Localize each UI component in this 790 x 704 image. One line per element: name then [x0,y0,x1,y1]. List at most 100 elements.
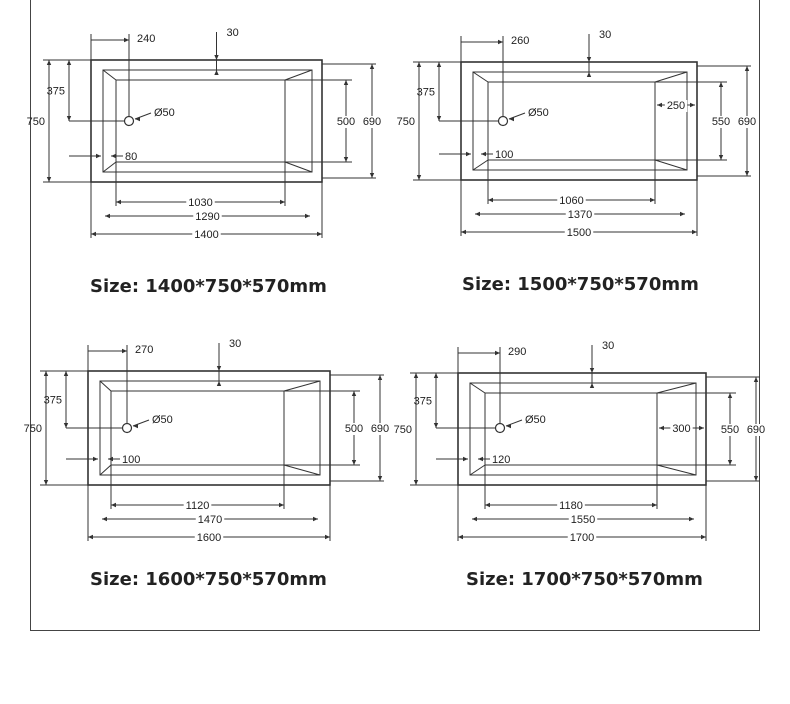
arrowhead [413,373,419,378]
arrowhead [659,425,664,431]
size-caption: Size: 1400*750*570mm [90,276,327,297]
inner-length-dim-label: 1550 [571,514,595,526]
tub-outer-rim [457,372,707,486]
label-background [557,500,585,512]
label-background [735,116,759,128]
arrowhead [727,460,733,465]
basin-width-dim-label: 550 [712,116,730,128]
arrowhead [498,39,503,45]
arrowhead [478,456,483,462]
drain-icon [497,115,509,127]
drain-edge-label: 100 [122,454,140,466]
arrowhead [481,151,486,157]
label-background [193,211,222,223]
drain-offset-label: 290 [508,346,526,358]
width-dim-label: 750 [27,116,45,128]
arrowhead [66,116,72,121]
arrowhead [91,231,96,237]
arrowhead [680,211,685,217]
arrowhead [43,480,49,485]
arrowhead [135,116,140,122]
arrowhead [485,502,490,508]
label-background [186,197,215,209]
label-background [565,209,595,221]
half-width-label: 375 [44,395,62,407]
arrowhead [753,377,759,382]
half-width-label: 375 [414,396,432,408]
rim-width-label: 30 [599,29,611,41]
label-background [709,116,733,128]
basin-length-dim-label: 1180 [559,500,583,512]
inner-width-dim-label: 690 [371,423,389,435]
drain-diameter-label: Ø50 [154,107,175,119]
width-dim-label: 750 [24,423,42,435]
basin-length-dim-label: 1060 [559,195,583,207]
bevel-line [654,159,688,171]
slope-length-label: 250 [667,100,685,112]
arrowhead [509,116,514,122]
arrowhead [63,371,69,376]
arrowhead [133,423,138,429]
arrowhead [317,231,322,237]
inner-width-dim-label: 690 [747,424,765,436]
tub-basin [115,79,286,163]
size-caption: Size: 1600*750*570mm [90,569,327,590]
arrowhead [351,391,357,396]
arrowhead [586,57,592,62]
arrowhead [466,151,471,157]
label-background [334,116,358,128]
arrowhead [475,211,480,217]
arrowhead [589,383,595,388]
arrowhead [753,476,759,481]
arrowhead [93,456,98,462]
arrowhead [66,60,72,65]
arrowhead [416,62,422,67]
arrowhead [369,173,375,178]
bevel-line [284,69,313,81]
bevel-line [99,464,112,476]
rim-width-label: 30 [227,27,239,39]
label-background [183,500,212,512]
rim-width-label: 30 [602,340,614,352]
half-width-label: 375 [47,86,65,98]
basin-width-dim-label: 550 [721,424,739,436]
arrowhead [690,102,695,108]
arrowhead [108,456,113,462]
arrowhead [377,375,383,380]
label-background [564,227,594,239]
basin-width-dim-label: 500 [337,116,355,128]
drain-diameter-label: Ø50 [528,107,549,119]
drain-edge-label: 120 [492,454,510,466]
label-background [195,514,225,526]
arrowhead [657,102,662,108]
label-background [568,514,598,526]
drain-icon [121,422,133,434]
diagram-frame [30,0,760,631]
arrowhead [96,153,101,159]
basin-length-dim-label: 1120 [186,500,210,512]
bevel-line [283,464,321,476]
arrowhead [699,425,704,431]
drain-edge-label: 100 [495,149,513,161]
drain-offset-label: 240 [137,33,155,45]
drain-icon [494,422,506,434]
basin-width-dim-label: 500 [345,423,363,435]
label-background [557,195,586,207]
bevel-line [656,382,697,394]
bevel-line [102,161,117,173]
label-background [368,423,392,435]
arrowhead [377,476,383,481]
arrowhead [586,72,592,77]
arrowhead [102,516,107,522]
arrowhead [116,199,121,205]
arrowhead [124,37,129,43]
label-background [670,423,693,435]
arrowhead [589,368,595,373]
arrowhead [216,366,222,371]
arrowhead [88,534,93,540]
drain-edge-label: 80 [125,151,137,163]
arrowhead [313,516,318,522]
label-background [567,532,597,544]
